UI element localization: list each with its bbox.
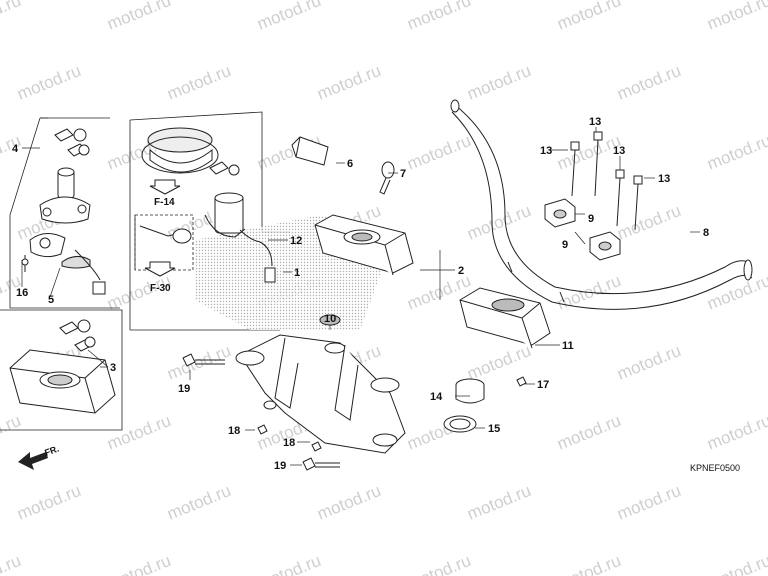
callout-6: 6 bbox=[347, 158, 353, 170]
watermark-text: motod.ru bbox=[0, 0, 24, 34]
watermark-text: motod.ru bbox=[314, 481, 383, 524]
callout-19a: 19 bbox=[178, 383, 190, 395]
watermark-text: motod.ru bbox=[704, 411, 768, 454]
callout-13b: 13 bbox=[589, 116, 601, 128]
watermark-text: motod.ru bbox=[14, 481, 83, 524]
watermark-text: motod.ru bbox=[164, 481, 233, 524]
watermark-text: motod.ru bbox=[464, 61, 533, 104]
watermark-text: motod.ru bbox=[704, 0, 768, 34]
callout-9a: 9 bbox=[588, 213, 594, 225]
callout-19b: 19 bbox=[274, 460, 286, 472]
callout-labels: 4 16 5 3 6 7 12 1 2 10 11 8 9 9 13 13 13… bbox=[12, 116, 740, 473]
part-13-bolts bbox=[570, 131, 643, 231]
front-arrow-icon: FR. bbox=[18, 444, 60, 470]
watermark-text: motod.ru bbox=[554, 551, 623, 576]
watermark-text: motod.ru bbox=[764, 481, 768, 524]
watermark-text: motod.ru bbox=[614, 481, 683, 524]
callout-13c: 13 bbox=[613, 145, 625, 157]
callout-14: 14 bbox=[430, 391, 443, 403]
watermark-text: motod.ru bbox=[254, 551, 323, 576]
watermark-text: motod.ru bbox=[614, 201, 683, 244]
bolts bbox=[182, 353, 340, 471]
watermark-text: motod.ru bbox=[404, 131, 473, 174]
callout-13d: 13 bbox=[658, 173, 670, 185]
ignition-set-frame bbox=[9, 117, 120, 309]
part-11-cover bbox=[459, 287, 551, 349]
callout-12: 12 bbox=[290, 235, 302, 247]
diagram-code: KPNEF0500 bbox=[690, 463, 740, 473]
part-6-cover bbox=[291, 136, 329, 166]
top-bridge bbox=[235, 314, 406, 454]
part-8-handlebar bbox=[450, 99, 753, 310]
key-cover-frame bbox=[0, 309, 123, 431]
part-9-holders bbox=[544, 198, 621, 261]
ref-f14: F-14 bbox=[154, 197, 175, 208]
callout-8: 8 bbox=[703, 227, 709, 239]
callout-17: 17 bbox=[537, 379, 549, 391]
callout-18a: 18 bbox=[228, 425, 240, 437]
watermark-text: motod.ru bbox=[164, 341, 233, 384]
ref-f30: F-30 bbox=[150, 283, 171, 294]
callout-4: 4 bbox=[12, 143, 19, 155]
watermark-text: motod.ru bbox=[404, 551, 473, 576]
watermark-text: motod.ru bbox=[104, 0, 173, 34]
front-marker-label: FR. bbox=[43, 444, 60, 458]
watermark-text: motod.ru bbox=[614, 61, 683, 104]
watermark-text: motod.ru bbox=[614, 341, 683, 384]
watermark-text: motod.ru bbox=[164, 61, 233, 104]
callout-5: 5 bbox=[48, 294, 54, 306]
callout-3: 3 bbox=[110, 362, 116, 374]
callout-9b: 9 bbox=[562, 239, 568, 251]
callout-11: 11 bbox=[562, 340, 574, 352]
watermark-text: motod.ru bbox=[464, 201, 533, 244]
watermark-text: motod.ru bbox=[254, 0, 323, 34]
callout-1: 1 bbox=[294, 267, 300, 279]
watermark-text: motod.ru bbox=[104, 551, 173, 576]
watermark-text: motod.ru bbox=[0, 411, 24, 454]
parts-14-15-17 bbox=[443, 376, 527, 433]
watermark-text: motod.ru bbox=[404, 0, 473, 34]
callout-2: 2 bbox=[458, 265, 464, 277]
switch-assembly bbox=[139, 127, 276, 283]
watermark-text: motod.ru bbox=[764, 201, 768, 244]
callout-7: 7 bbox=[400, 168, 406, 180]
callout-15: 15 bbox=[488, 423, 500, 435]
part-7-key bbox=[379, 161, 395, 195]
watermark-text: motod.ru bbox=[554, 411, 623, 454]
watermark-text: motod.ru bbox=[554, 0, 623, 34]
watermark-text: motod.ru bbox=[464, 481, 533, 524]
callout-10: 10 bbox=[324, 313, 336, 325]
callout-16: 16 bbox=[16, 287, 28, 299]
leader-lines bbox=[21, 127, 700, 466]
part-4-ignition-set bbox=[21, 128, 106, 295]
watermark-text: motod.ru bbox=[14, 61, 83, 104]
callout-18b: 18 bbox=[283, 437, 295, 449]
watermark-text: motod.ru bbox=[764, 61, 768, 104]
part-2-top-cover bbox=[314, 214, 414, 276]
watermark-text: motod.ru bbox=[704, 551, 768, 576]
callout-13a: 13 bbox=[540, 145, 552, 157]
watermark-text: motod.ru bbox=[704, 131, 768, 174]
watermark-text: motod.ru bbox=[314, 61, 383, 104]
watermark-text: motod.ru bbox=[764, 341, 768, 384]
watermark-text: motod.ru bbox=[104, 411, 173, 454]
watermark-text: motod.ru bbox=[0, 551, 24, 576]
part-3-key-cover bbox=[9, 319, 116, 414]
